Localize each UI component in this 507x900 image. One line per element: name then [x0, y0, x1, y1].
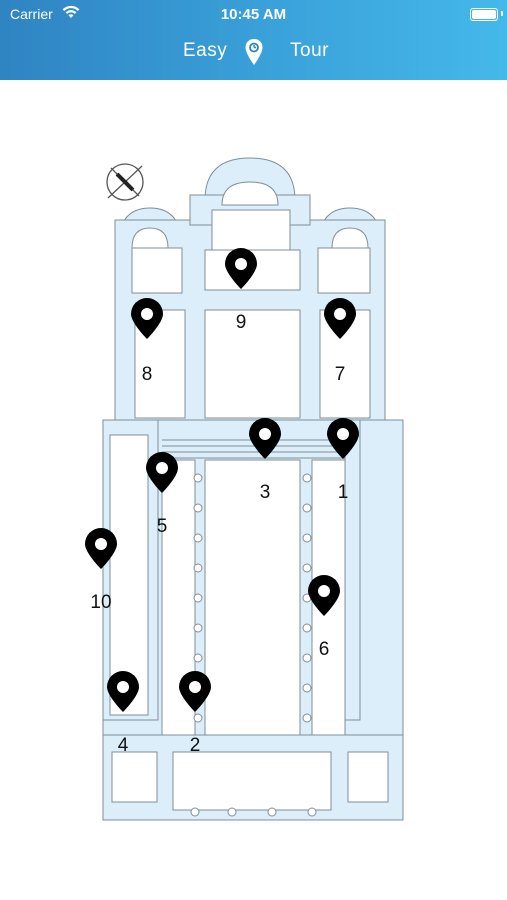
- map-pin-icon: [308, 575, 340, 616]
- map-marker-3[interactable]: [246, 418, 284, 460]
- location-pin-logo-icon: [245, 39, 263, 65]
- map-pin-icon: [85, 528, 117, 569]
- map-pin-icon: [146, 452, 178, 493]
- map-marker-10[interactable]: [82, 528, 120, 570]
- app-title: Easy Tour: [0, 38, 507, 66]
- map-marker-label: 3: [259, 482, 271, 503]
- map-marker-6[interactable]: [305, 575, 343, 617]
- map-pin-icon: [249, 418, 281, 459]
- status-bar: Carrier 10:45 AM: [0, 0, 507, 28]
- map-pin-icon: [179, 671, 211, 712]
- map-pin-icon: [327, 418, 359, 459]
- map-marker-2[interactable]: [176, 671, 214, 713]
- battery-nub: [501, 11, 503, 16]
- map-pin-icon: [131, 298, 163, 339]
- battery-icon: [470, 8, 498, 21]
- map-marker-label: 7: [334, 364, 346, 385]
- wifi-icon: [62, 5, 80, 18]
- map-marker-5[interactable]: [143, 452, 181, 494]
- compass-icon: [106, 163, 144, 201]
- map-marker-label: 2: [189, 735, 201, 756]
- title-tour: Tour: [290, 40, 329, 61]
- map-marker-9[interactable]: [222, 248, 260, 290]
- floor-plan: [102, 157, 404, 821]
- map-marker-label: 5: [156, 516, 168, 537]
- map-marker-8[interactable]: [128, 298, 166, 340]
- map-marker-label: 9: [235, 312, 247, 333]
- map-marker-label: 1: [337, 482, 349, 503]
- map-marker-label: 6: [318, 639, 330, 660]
- floor-plan-map[interactable]: 9 8 7 3 1 5 10 6 4 2: [0, 80, 507, 900]
- map-pin-icon: [107, 671, 139, 712]
- map-marker-label: 10: [90, 592, 112, 613]
- carrier-label: Carrier: [10, 6, 53, 22]
- clock: 10:45 AM: [220, 6, 287, 23]
- map-marker-label: 8: [141, 364, 153, 385]
- map-marker-1[interactable]: [324, 418, 362, 460]
- map-marker-4[interactable]: [104, 671, 142, 713]
- app-header: Carrier 10:45 AM Easy Tour: [0, 0, 507, 80]
- map-marker-label: 4: [117, 735, 129, 756]
- title-easy: Easy: [183, 40, 228, 61]
- map-pin-icon: [225, 248, 257, 289]
- map-pin-icon: [324, 298, 356, 339]
- map-marker-7[interactable]: [321, 298, 359, 340]
